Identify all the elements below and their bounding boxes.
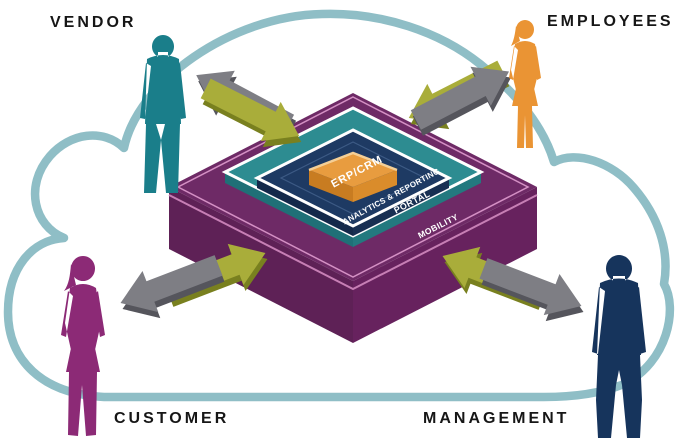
erp-cube-rim-highlight [308,151,398,172]
mobility-right-face [353,187,537,343]
erp-cube-right-face [353,170,397,202]
customer-figure [61,256,105,436]
employees-figure [509,20,541,148]
layer-erp-crm-cube [308,151,398,202]
mobility-side-line [168,194,538,291]
management-figure [592,255,646,438]
vendor-label: VENDOR [50,14,137,31]
layer-analytics [253,128,453,236]
analytics-inner-step-line [279,141,427,215]
erp-cube-left-face [309,170,353,202]
portal-right-face [353,172,481,247]
employees-label: EMPLOYEES [547,13,674,30]
analytics-right-face [353,178,449,236]
mobility-inset-line [176,96,530,278]
vendor-figure [140,35,186,193]
portal-left-face [225,172,353,247]
customer-label: CUSTOMER [114,410,230,427]
analytics-left-face [257,178,353,236]
management-label: MANAGEMENT [423,410,570,427]
